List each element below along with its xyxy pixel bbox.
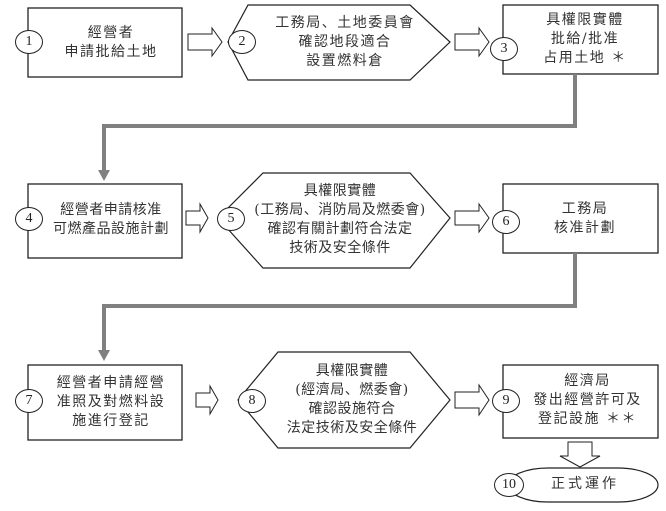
step-5-line-4: 技術及安全條件	[289, 240, 391, 256]
step-5-line-1: 具權限實體	[303, 183, 377, 199]
arrow-1-to-2	[187, 26, 223, 58]
step-10-label: 正式運作	[530, 475, 640, 494]
arrow-8-to-9	[454, 383, 490, 417]
connector-6-to-7-arrowhead	[98, 350, 110, 361]
step-1-line-2: 申請批給土地	[64, 44, 158, 60]
step-1-line-1: 經營者	[87, 25, 135, 41]
step-9-line-1: 經濟局	[564, 373, 611, 389]
step-8-label: 具權限實體 (經濟局、燃委會) 確認設施符合 法定技術及安全條件	[262, 362, 442, 438]
step-8-line-2: (經濟局、燃委會)	[295, 382, 409, 398]
step-1-label: 經營者 申請批給土地	[40, 24, 182, 62]
step-7-line-1: 經營者申請經營	[56, 375, 166, 391]
step-8-line-3: 確認設施符合	[308, 401, 396, 417]
step-2-line-3: 設置燃料倉	[306, 53, 384, 69]
step-10-number: 10	[494, 473, 524, 497]
step-5-label: 具權限實體 (工務局、消防局及燃委會) 確認有關計劃符合法定 技術及安全條件	[240, 182, 440, 258]
step-2-number: 2	[228, 30, 256, 54]
step-3-label: 具權限實體 批給/批准 占用土地 ＊	[510, 11, 660, 68]
step-7-line-3: 施進行登記	[72, 413, 150, 429]
step-4-number: 4	[15, 207, 43, 231]
step-5-line-2: (工務局、消防局及燃委會)	[254, 202, 426, 218]
step-4-line-1: 經營者申請核准	[60, 202, 162, 218]
arrow-7-to-8	[195, 384, 219, 416]
step-3-line-2: 批給/批准	[550, 31, 620, 47]
step-5-line-3: 確認有關計劃符合法定	[267, 221, 413, 237]
step-3-box	[502, 4, 659, 75]
step-2-line-1: 工務局、土地委員會	[275, 15, 415, 31]
step-9-label: 經濟局 發出經營許可及 登記設施 ＊＊	[515, 372, 660, 429]
step-9-number: 9	[492, 389, 520, 413]
step-9-box	[502, 364, 659, 439]
arrow-4-to-5	[185, 202, 209, 234]
step-2-label: 工務局、土地委員會 確認地段適合 設置燃料倉	[255, 14, 435, 71]
step-7-number: 7	[15, 389, 43, 413]
step-8-number: 8	[238, 389, 266, 413]
step-1-box	[27, 7, 183, 78]
arrow-2-to-3	[454, 26, 490, 58]
arrow-5-to-6	[454, 202, 490, 234]
step-6-line-2: 核准計劃	[554, 220, 616, 236]
step-7-box	[27, 364, 183, 441]
step-2-line-2: 確認地段適合	[298, 34, 392, 50]
step-6-line-1: 工務局	[561, 201, 609, 217]
step-7-label: 經營者申請經營 准照及對燃料設 施進行登記	[40, 374, 182, 431]
step-8-line-1: 具權限實體	[315, 363, 389, 379]
step-3-number: 3	[490, 37, 518, 61]
step-4-label: 經營者申請核准 可燃產品設施計劃	[38, 201, 184, 239]
step-9-line-2: 發出經營許可及	[533, 392, 642, 408]
step-6-number: 6	[492, 210, 520, 234]
step-5-number: 5	[217, 207, 245, 231]
step-3-line-3: 占用土地 ＊	[543, 50, 627, 66]
step-3-line-1: 具權限實體	[546, 12, 624, 28]
step-7-line-2: 准照及對燃料設	[56, 394, 166, 410]
step-4-line-2: 可燃產品設施計劃	[53, 221, 169, 237]
step-6-label: 工務局 核准計劃	[510, 200, 660, 238]
step-10-line-1: 正式運作	[551, 476, 619, 492]
connector-3-to-4-arrowhead	[98, 170, 110, 181]
connector-6-to-7	[102, 253, 577, 352]
connector-3-to-4	[102, 74, 577, 172]
step-9-line-3: 登記設施 ＊＊	[538, 411, 637, 427]
step-8-line-4: 法定技術及安全條件	[286, 420, 418, 436]
step-1-number: 1	[15, 30, 43, 54]
step-6-box	[502, 183, 659, 254]
arrow-9-to-10	[559, 441, 601, 468]
